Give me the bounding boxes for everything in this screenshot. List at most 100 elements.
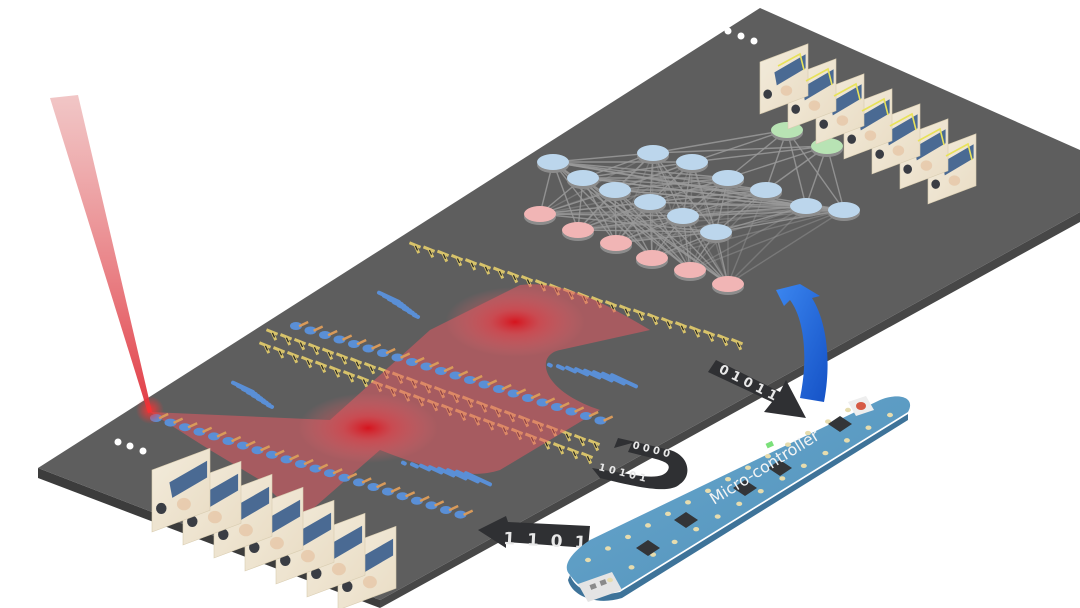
phase-shifter [251, 445, 271, 455]
phase-shifter [420, 361, 440, 371]
nn-edge [615, 152, 654, 244]
electrode [573, 433, 587, 447]
nn-edge [727, 209, 845, 285]
waveguide-bar [463, 471, 492, 487]
electrode [363, 361, 377, 375]
pin [585, 557, 591, 563]
ic-chip [733, 480, 757, 496]
input-node [636, 250, 668, 269]
pin [725, 477, 731, 482]
phase-shifter [565, 406, 585, 416]
hidden1-node [567, 170, 599, 189]
pin [736, 501, 743, 507]
board-pins [585, 407, 893, 583]
trace-highlight [777, 52, 805, 71]
nn-edge [691, 145, 828, 163]
nn-edge [577, 189, 767, 231]
nn-edge [727, 189, 767, 285]
laser-entry-glow [136, 396, 164, 424]
electrode [293, 337, 307, 351]
hidden1-node [667, 208, 699, 227]
phase-shifter [295, 458, 314, 468]
pin [665, 511, 671, 517]
output-image-frame [759, 43, 809, 115]
electrode [506, 270, 520, 284]
pin [785, 442, 791, 447]
phase-shifter [454, 509, 474, 519]
pin [822, 450, 829, 456]
phase-shifter [551, 401, 570, 411]
phase-shifter [309, 463, 329, 473]
pin [887, 412, 893, 418]
trace-highlight [833, 82, 861, 101]
phase-shifter [522, 392, 541, 402]
nn-edge [652, 152, 717, 233]
input-node [562, 222, 594, 241]
input-node [674, 262, 706, 281]
phase-shifter [464, 374, 483, 384]
hidden1-node [700, 224, 732, 243]
phase-shifter [377, 347, 396, 357]
waveguide-bar [555, 364, 565, 371]
nn-edge [652, 145, 828, 154]
phase-shifter [338, 472, 358, 482]
ic-chip [636, 540, 660, 556]
nn-edge [614, 177, 729, 191]
electrode [478, 262, 492, 275]
nn-edge [691, 129, 788, 163]
phase-shifter [536, 397, 556, 407]
electrode [566, 446, 580, 460]
waveguide-bar [418, 463, 432, 472]
electrode [580, 451, 594, 465]
phase-shifter [391, 352, 411, 362]
feedback-arrow [776, 284, 828, 402]
waveguide-bar [582, 368, 602, 380]
nn-edge [652, 129, 788, 154]
pin [865, 425, 872, 430]
nn-edge [614, 189, 729, 285]
phase-shifter [594, 415, 614, 425]
trace-highlight [805, 67, 833, 86]
waveguide-bar [600, 371, 626, 386]
phase-shifter [348, 338, 367, 348]
pin [693, 527, 700, 532]
neural-network [524, 122, 860, 295]
electrode [422, 245, 436, 258]
pin [671, 539, 678, 545]
input-image-frames [151, 447, 397, 608]
trace-highlight [889, 112, 917, 131]
nn-edge [552, 161, 617, 244]
pin [757, 488, 764, 494]
hidden2-node [828, 202, 860, 221]
phase-shifter [406, 356, 425, 366]
phase-shifter [478, 379, 498, 389]
phase-shifter [304, 325, 324, 335]
trace-highlight [945, 142, 973, 161]
nn-edge [682, 205, 807, 217]
electrode [646, 312, 660, 326]
nn-edge [786, 129, 807, 207]
nn-edge [691, 161, 729, 285]
board-chips [636, 416, 852, 556]
phase-shifter [290, 320, 309, 330]
phase-shifter [425, 500, 445, 510]
phase-shifter [280, 454, 300, 464]
electrode [688, 325, 702, 338]
electrode [314, 360, 328, 373]
electrode [632, 308, 646, 321]
electrode [272, 346, 286, 359]
electrode [716, 333, 730, 347]
electrode [335, 352, 349, 365]
waveguide-bar [609, 373, 638, 389]
reset-button [848, 396, 874, 416]
electrode [450, 253, 464, 267]
waveguide-bar [265, 403, 275, 409]
waveguide-structures-front [150, 320, 638, 519]
phase-shifter [324, 468, 343, 478]
hidden2-node [712, 170, 744, 189]
ellipsis-left [114, 438, 147, 455]
laser-cone [50, 95, 152, 413]
electrode [674, 321, 688, 334]
hidden2-node [676, 154, 708, 173]
phase-shifter [353, 477, 372, 487]
